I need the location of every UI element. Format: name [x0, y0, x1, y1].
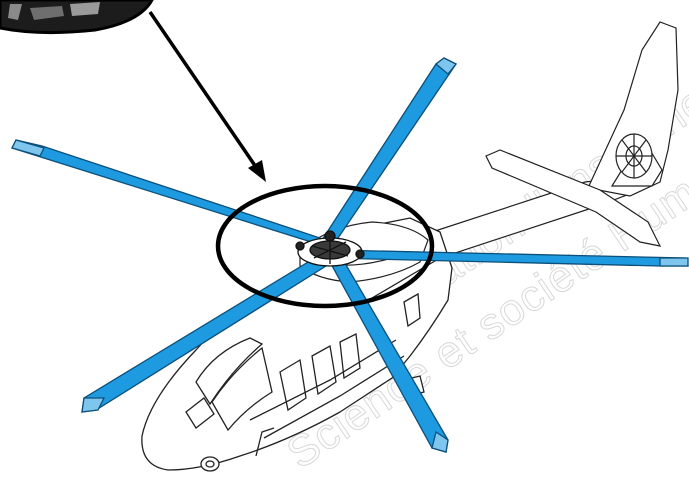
- tail-fin: [587, 21, 679, 197]
- cabin-window: [403, 292, 421, 328]
- tail-section: [431, 21, 679, 259]
- cabin-window: [339, 333, 361, 380]
- fuselage: [141, 217, 453, 472]
- rotor-blade-upper: [320, 57, 457, 245]
- pointer-arrow: [148, 11, 266, 182]
- cabin-window: [279, 358, 307, 412]
- cabin-window: [311, 344, 337, 396]
- inset-photo: [0, 0, 154, 35]
- cockpit-windshield: [195, 337, 264, 406]
- fenestron: [615, 133, 653, 179]
- rotor-hub: [295, 230, 365, 267]
- rotor-head-highlight-ring: [215, 183, 435, 309]
- horizontal-stabiliser: [485, 149, 662, 247]
